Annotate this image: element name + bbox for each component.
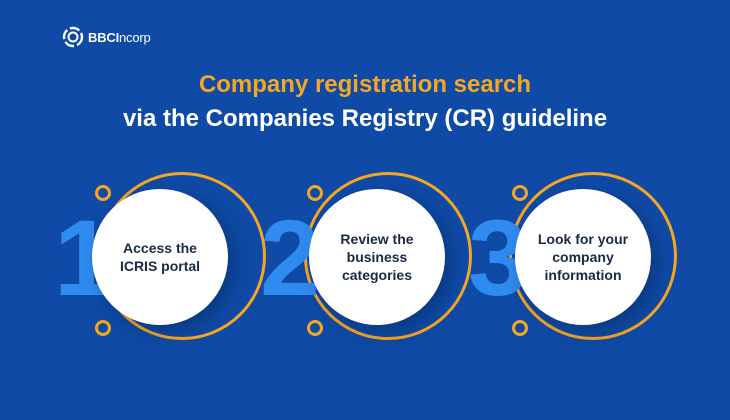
step-3-label: Look for your company information bbox=[537, 231, 629, 283]
step-1-label: Access the ICRIS portal bbox=[119, 240, 201, 274]
brand-name-bold: BBCI bbox=[88, 29, 119, 45]
step-3-card: Look for your company information bbox=[515, 189, 651, 325]
step-3-ring bbox=[509, 172, 677, 340]
brand-name-light: ncorp bbox=[118, 29, 151, 45]
step-2-card: Review the business categories bbox=[309, 189, 445, 325]
step-2-bottom-dot bbox=[307, 320, 323, 336]
step-2-ring bbox=[304, 172, 472, 340]
title-line-1: Company registration search bbox=[198, 71, 532, 98]
step-3-top-dot bbox=[512, 185, 528, 201]
step-2-label: Review the business categories bbox=[340, 231, 414, 283]
title-line-2: via the Companies Registry (CR) guidelin… bbox=[122, 105, 608, 132]
step-1-top-dot bbox=[95, 185, 111, 201]
step-1-bottom-dot bbox=[95, 320, 111, 336]
step-2-top-dot bbox=[307, 185, 323, 201]
step-3-bottom-dot bbox=[512, 320, 528, 336]
step-1-card: Access the ICRIS portal bbox=[92, 189, 228, 325]
page-title: Company registration search via the Comp… bbox=[0, 68, 730, 136]
brand-logo: BBCIncorp bbox=[62, 26, 151, 48]
brand-name: BBCIncorp bbox=[88, 30, 151, 45]
logo-icon bbox=[62, 26, 84, 48]
